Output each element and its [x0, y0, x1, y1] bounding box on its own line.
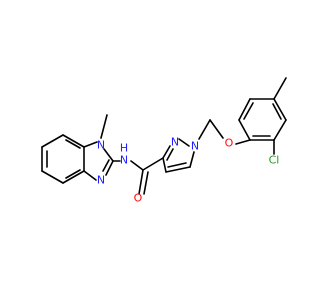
- bond-carbonyl-o: [138, 169, 144, 195]
- bond-benz-3: [62, 170, 85, 184]
- bond-pyr-2: [178, 138, 190, 147]
- bond-o-aryl: [235, 139, 251, 145]
- bond-ar-2: [238, 98, 251, 121]
- atom-o-carbonyl: O: [134, 192, 143, 205]
- bond-imid-4: [83, 170, 97, 181]
- atom-n-imidazole: N: [97, 174, 105, 187]
- bond-benz-6: [41, 134, 64, 148]
- molecule-diagram: N N N H O N N O Cl: [41, 77, 287, 205]
- atom-o-ether: O: [225, 137, 234, 150]
- bond-imid-1: [83, 141, 98, 148]
- bond-pyr-3: [189, 151, 195, 168]
- bond-benz-5: [62, 134, 85, 148]
- bond-nh-carbonyl: [130, 160, 144, 171]
- bond-pyr-5: [162, 157, 167, 173]
- bond-pyr-1b: [166, 148, 174, 161]
- atom-n-pyrazole-2: N: [171, 136, 179, 149]
- bond-carbonyl-pyrazole: [142, 157, 164, 171]
- bond-n1-ch2: [198, 119, 211, 140]
- bond-pyr-1: [162, 145, 171, 159]
- bond-imid-2: [103, 148, 114, 162]
- bond-ar-inner-1: [243, 102, 254, 120]
- atom-nh-h: H: [120, 142, 128, 155]
- bond-imid-3: [105, 160, 114, 176]
- bond-ar-1: [238, 119, 251, 141]
- bond-ar-methyl: [273, 77, 287, 100]
- bond-pyr-4b: [167, 162, 187, 168]
- atom-n-pyrazole-1: N: [191, 140, 199, 153]
- bond-benz-inner-2: [65, 169, 81, 179]
- bond-pyr-4: [165, 166, 191, 173]
- bond-ch2-o: [209, 119, 224, 139]
- bonds: [41, 77, 287, 195]
- bond-ar-4: [273, 98, 287, 121]
- bond-ar-5: [273, 119, 287, 141]
- bond-imid-3b: [102, 159, 110, 172]
- bond-n-methyl: [100, 114, 108, 139]
- atom-n-methyl: N: [97, 139, 105, 152]
- bond-ar-inner-2: [272, 103, 282, 120]
- atom-cl: Cl: [269, 154, 280, 167]
- atom-labels: N N N H O N N O Cl: [97, 136, 279, 205]
- bond-carbonyl-o-2: [143, 171, 149, 195]
- atom-nh-n: N: [120, 154, 128, 167]
- bond-benz-inner-3: [65, 139, 81, 149]
- bond-benz-2: [41, 170, 64, 184]
